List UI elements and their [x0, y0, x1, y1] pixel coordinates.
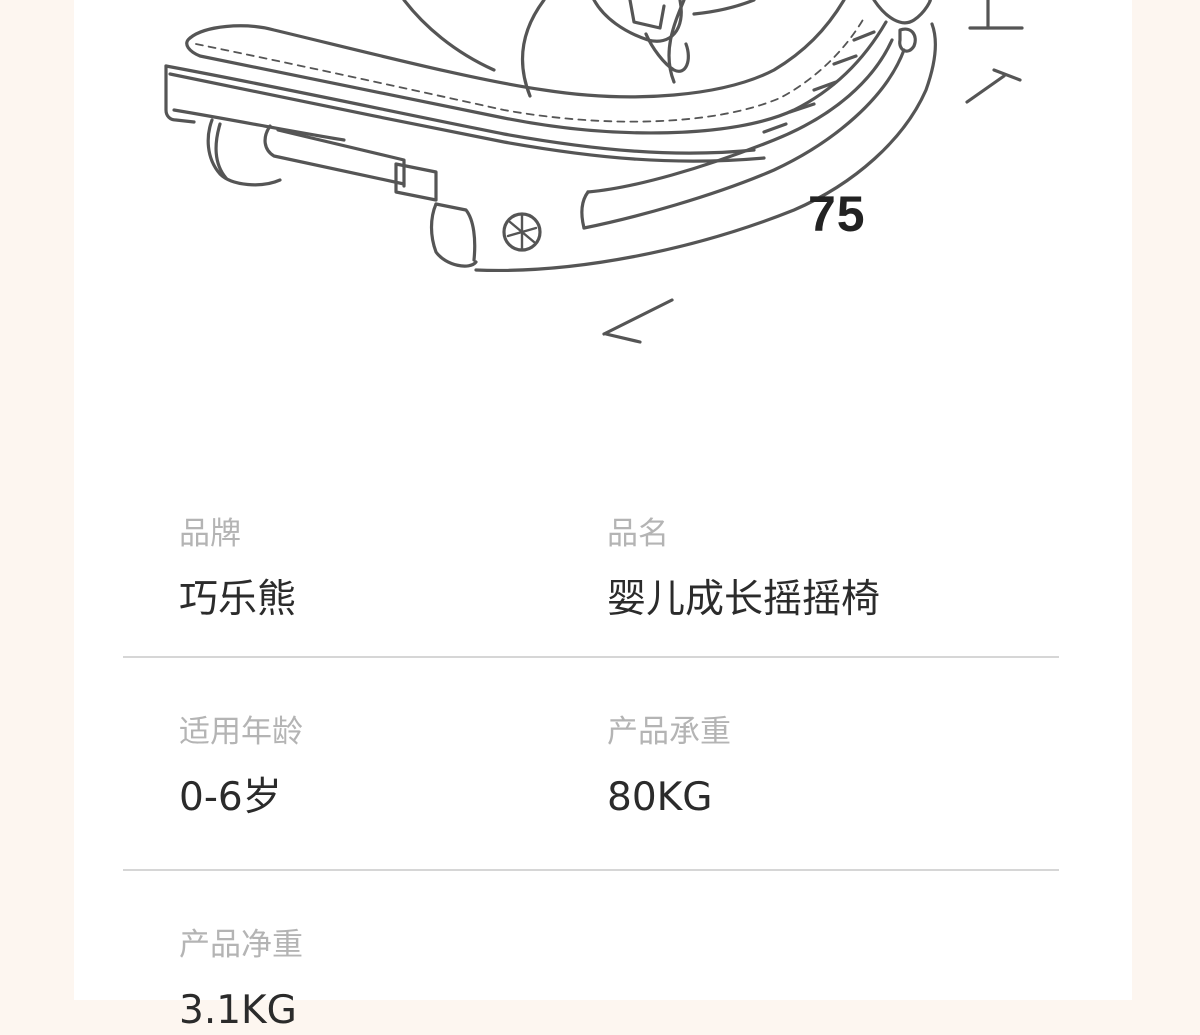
- spec-load-capacity-value: 80KG: [607, 775, 713, 820]
- spec-load-capacity-label: 产品承重: [607, 714, 731, 750]
- row-divider: [123, 656, 1059, 658]
- spec-brand-label: 品牌: [179, 516, 241, 552]
- spec-age-range-value: 0-6岁: [179, 775, 282, 820]
- spec-product-name-label: 品名: [607, 516, 669, 552]
- spec-product-name: 品名 婴儿成长摇摇椅: [607, 514, 880, 624]
- spec-age-range: 适用年龄 0-6岁: [179, 712, 303, 822]
- spec-net-weight-value: 3.1KG: [179, 988, 297, 1033]
- spec-brand-value: 巧乐熊: [179, 577, 297, 622]
- rocking-chair-illustration: [164, 0, 1024, 344]
- spec-net-weight: 产品净重 3.1KG: [179, 925, 303, 1035]
- spec-net-weight-label: 产品净重: [179, 927, 303, 963]
- spec-product-name-value: 婴儿成长摇摇椅: [607, 577, 881, 622]
- spec-load-capacity: 产品承重 80KG: [607, 712, 731, 822]
- row-divider: [123, 869, 1059, 871]
- spec-age-range-label: 适用年龄: [179, 714, 303, 750]
- product-spec-sheet: 75 品牌 巧乐熊 品名 婴儿成长摇摇椅 适用年龄 0-6岁 产品承重 80KG…: [74, 0, 1132, 1033]
- dimension-label: 75: [808, 186, 866, 242]
- spec-brand: 品牌 巧乐熊: [179, 514, 296, 624]
